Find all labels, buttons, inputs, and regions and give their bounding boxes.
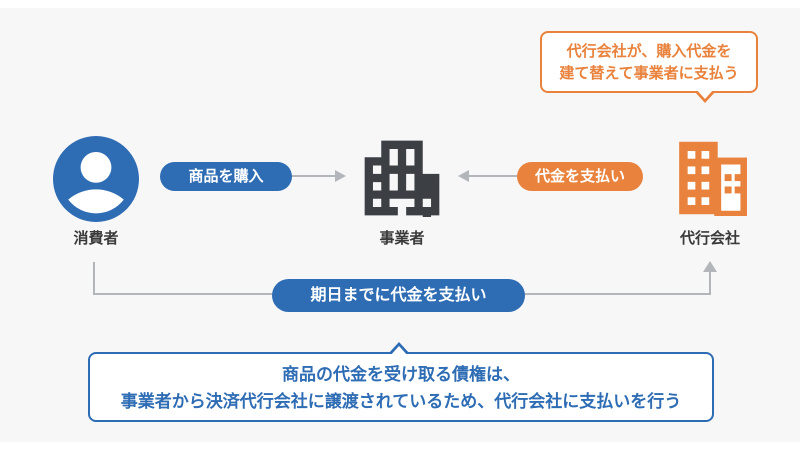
arrow-up-icon — [703, 261, 717, 272]
purchase-pill: 商品を購入 — [160, 162, 292, 191]
bottom-callout-line1: 商品の代金を受け取る債権は、 — [282, 365, 520, 384]
bottom-callout-line2: 事業者から決済代行会社に譲渡されているため、代行会社に支払いを行う — [120, 392, 682, 411]
deadline-pill: 期日までに代金を支払い — [272, 279, 525, 312]
office-building-icon — [363, 139, 441, 224]
pay-pill: 代金を支払い — [517, 162, 643, 191]
top-callout-line2: 建て替えて事業者に支払う — [559, 65, 739, 82]
agency-building-icon — [673, 140, 748, 218]
pay-arrow-line — [467, 175, 518, 177]
consumer-label: 消費者 — [73, 230, 119, 247]
person-icon — [53, 136, 139, 222]
top-callout: 代行会社が、購入代金を 建て替えて事業者に支払う — [540, 31, 758, 103]
bracket-left-line — [93, 262, 95, 295]
arrow-right-icon — [335, 170, 346, 182]
business-label: 事業者 — [379, 230, 425, 247]
bottom-callout: 商品の代金を受け取る債権は、 事業者から決済代行会社に譲渡されているため、代行会… — [88, 342, 714, 422]
purchase-arrow-line — [290, 175, 338, 177]
arrow-left-icon — [458, 170, 469, 182]
bracket-right-line — [709, 270, 711, 295]
agency-label: 代行会社 — [679, 230, 740, 247]
top-callout-line1: 代行会社が、購入代金を — [566, 43, 732, 60]
